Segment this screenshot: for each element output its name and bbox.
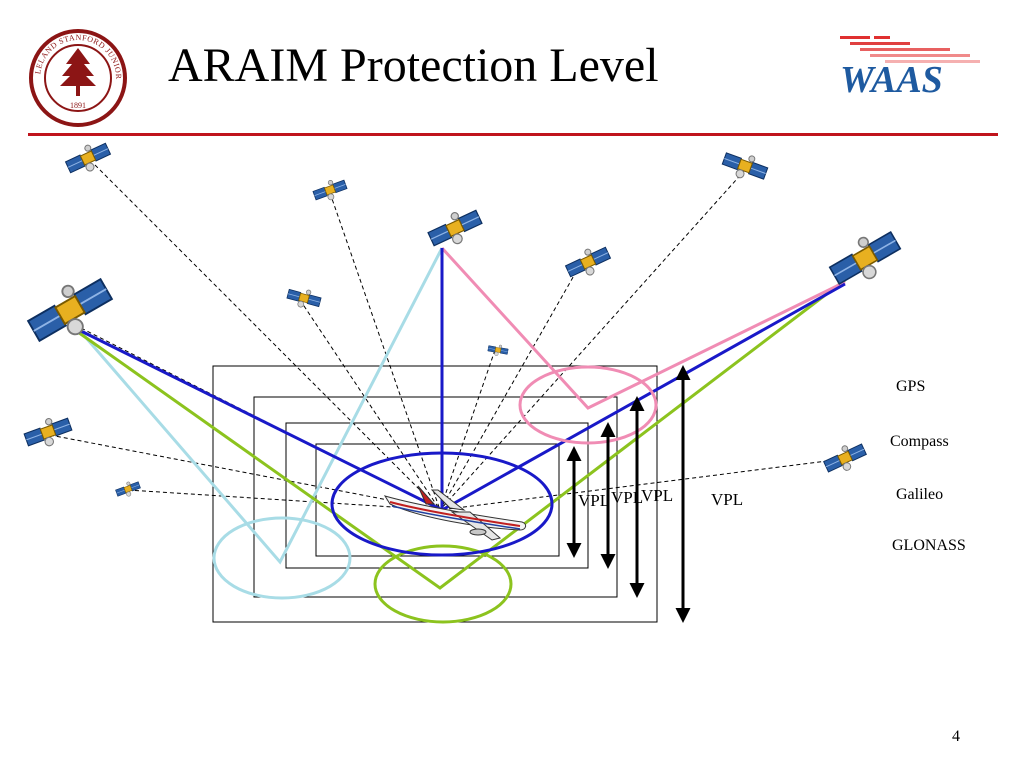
protection-box-2 [253, 396, 618, 598]
line-of-sight [94, 164, 441, 511]
aircraft-icon [383, 485, 527, 541]
legend-glonass: GLONASS [892, 537, 966, 554]
line-of-sight [49, 434, 441, 511]
protection-box-3 [285, 422, 589, 569]
line-of-sight [439, 264, 581, 511]
galileo-protection-ellipse [373, 544, 513, 624]
title-rule [28, 133, 998, 136]
page-number: 4 [952, 728, 960, 745]
satellite-icon [820, 438, 870, 479]
line-of-sight [299, 299, 441, 511]
slide-title: ARAIM Protection Level [168, 39, 659, 92]
satellite-icon [487, 342, 509, 358]
vpl-label: VPL [641, 486, 673, 505]
vpl-label: VPL [578, 491, 610, 510]
seal-year: 1891 [70, 101, 86, 110]
compass-solution-line [440, 246, 846, 410]
compass-protection-ellipse [518, 365, 658, 445]
satellite-icon [424, 203, 487, 254]
legend-gps: GPS [896, 378, 926, 395]
stanford-seal-logo: LELAND STANFORD JUNIOR UNIVERSITY 1891 [28, 28, 127, 127]
satellite-icon [21, 268, 120, 354]
satellite-icon [285, 284, 323, 313]
logo-text: WAAS [840, 59, 943, 100]
line-of-sight [127, 489, 441, 511]
satellite-icon [562, 241, 614, 284]
galileo-solution-line [74, 278, 846, 590]
line-of-sight [439, 349, 496, 511]
satellite-icon [719, 146, 771, 187]
satellite-icon [21, 411, 75, 454]
vpl-label: VPL [611, 488, 643, 507]
glonass-solution-line [73, 247, 444, 565]
legend-compass: Compass [890, 433, 949, 450]
satellite-icon [62, 137, 114, 180]
satellite-icon [824, 222, 907, 295]
legend-galileo: Galileo [896, 486, 944, 503]
vpl-label: VPL [711, 490, 743, 509]
gps-protection-ellipse [330, 451, 554, 557]
satellite-icon [114, 478, 143, 501]
logo-stripes [840, 36, 980, 63]
line-of-sight [439, 169, 746, 511]
glonass-protection-ellipse [212, 516, 352, 600]
satellite-icon [311, 175, 350, 206]
waas-logo: WAAS [840, 36, 980, 100]
